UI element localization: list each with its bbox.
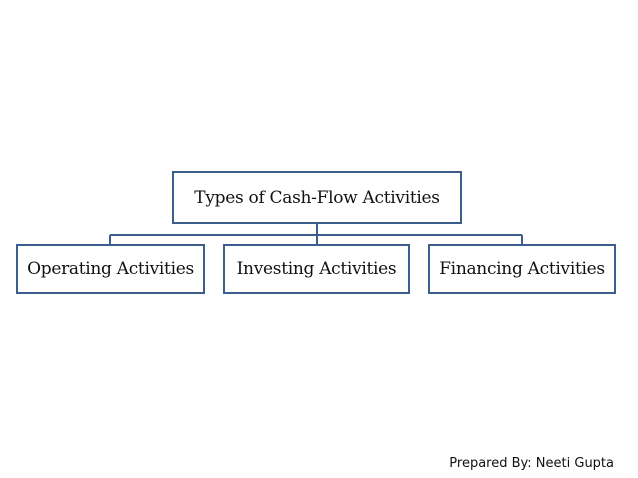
- root-node-label: Types of Cash-Flow Activities: [194, 187, 440, 208]
- author-credit: Prepared By: Neeti Gupta: [449, 456, 614, 471]
- node-financing-activities: Financing Activities: [428, 244, 616, 294]
- node-label: Investing Activities: [236, 259, 397, 279]
- root-node-box: Types of Cash-Flow Activities: [172, 171, 462, 224]
- node-operating-activities: Operating Activities: [16, 244, 205, 294]
- node-investing-activities: Investing Activities: [223, 244, 410, 294]
- node-label: Financing Activities: [439, 259, 605, 279]
- node-label: Operating Activities: [27, 259, 194, 279]
